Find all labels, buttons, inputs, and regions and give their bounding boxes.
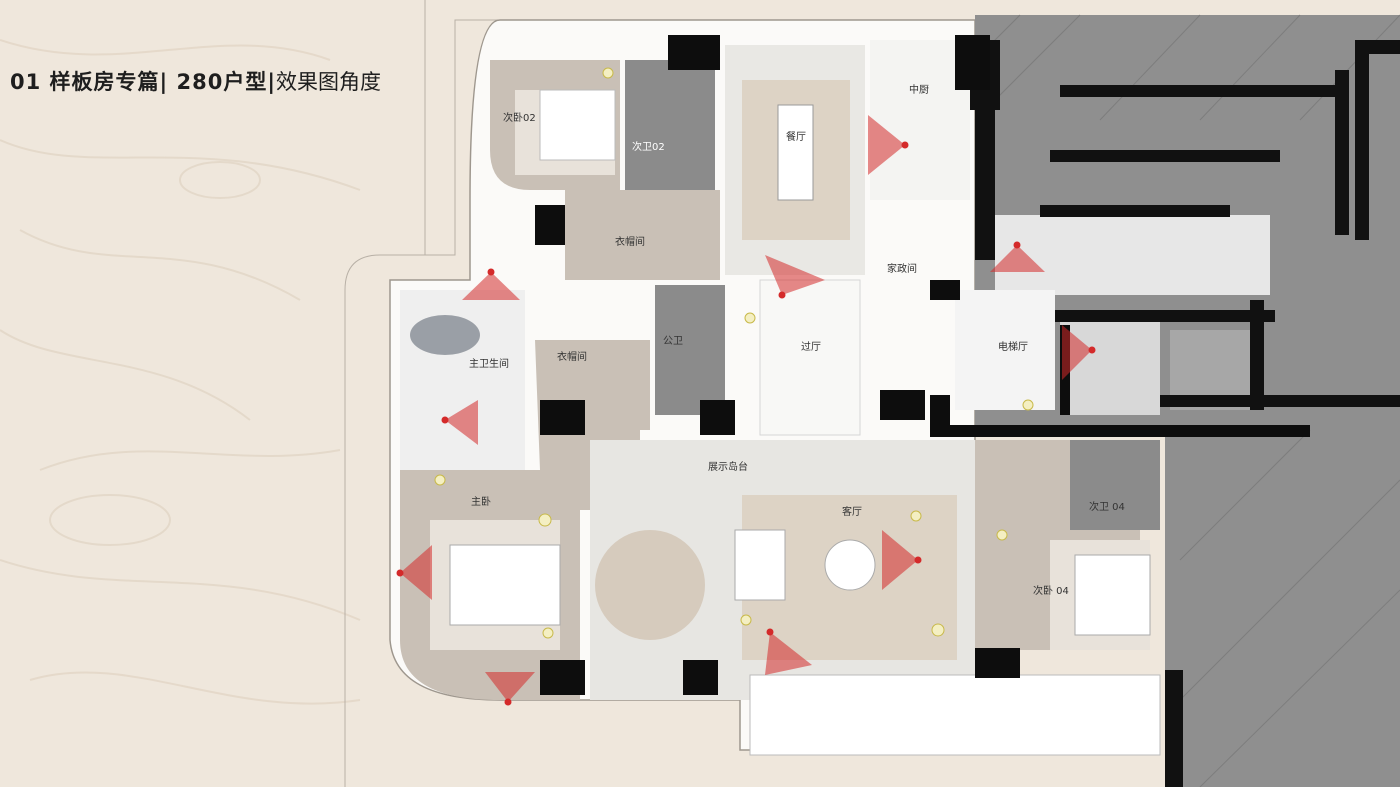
title-project: 01 样板房专篇| 280户型| xyxy=(10,70,277,94)
label-bath-04: 次卫 04 xyxy=(1089,500,1125,513)
label-master-bedroom: 主卧 xyxy=(471,495,491,508)
camera-view-icon xyxy=(868,115,909,175)
camera-view-icon xyxy=(765,628,812,675)
label-closet-1: 衣帽间 xyxy=(615,235,645,248)
site-outline xyxy=(344,0,975,787)
title-section: 效果图角度 xyxy=(276,70,382,94)
camera-view-icon xyxy=(462,268,520,300)
label-master-bath: 主卫生间 xyxy=(469,357,509,370)
camera-views xyxy=(396,115,1096,706)
label-kitchen: 中厨 xyxy=(909,83,929,96)
camera-view-icon xyxy=(396,545,432,600)
camera-view-icon xyxy=(485,672,535,706)
camera-view-icon xyxy=(765,255,825,299)
label-public-bath: 公卫 xyxy=(663,336,683,347)
camera-view-icon xyxy=(1062,325,1096,380)
label-bath-02: 次卫02 xyxy=(632,140,665,153)
label-elevator-hall: 电梯厅 xyxy=(998,340,1028,353)
floor-zones xyxy=(400,40,1161,756)
room-labels: 次卧02 次卫02 餐厅 中厨 家政间 衣帽间 衣帽间 主卫生间 公卫 过厅 电… xyxy=(469,83,1125,597)
walls xyxy=(535,35,1310,695)
label-housekeeping: 家政间 xyxy=(887,262,917,275)
label-living-room: 客厅 xyxy=(842,505,862,518)
label-bedroom-02: 次卧02 xyxy=(503,111,536,124)
label-dining: 餐厅 xyxy=(786,130,806,143)
label-hallway: 过厅 xyxy=(801,340,821,353)
page-title: 01 样板房专篇| 280户型|效果图角度 xyxy=(10,66,381,96)
label-closet-2: 衣帽间 xyxy=(557,350,587,363)
label-bedroom-04: 次卧 04 xyxy=(1033,584,1069,597)
light-fixtures xyxy=(434,67,1034,639)
label-display-island: 展示岛台 xyxy=(708,460,748,473)
camera-view-icon xyxy=(882,530,922,590)
camera-view-icon xyxy=(990,241,1045,272)
camera-view-icon xyxy=(441,400,478,445)
